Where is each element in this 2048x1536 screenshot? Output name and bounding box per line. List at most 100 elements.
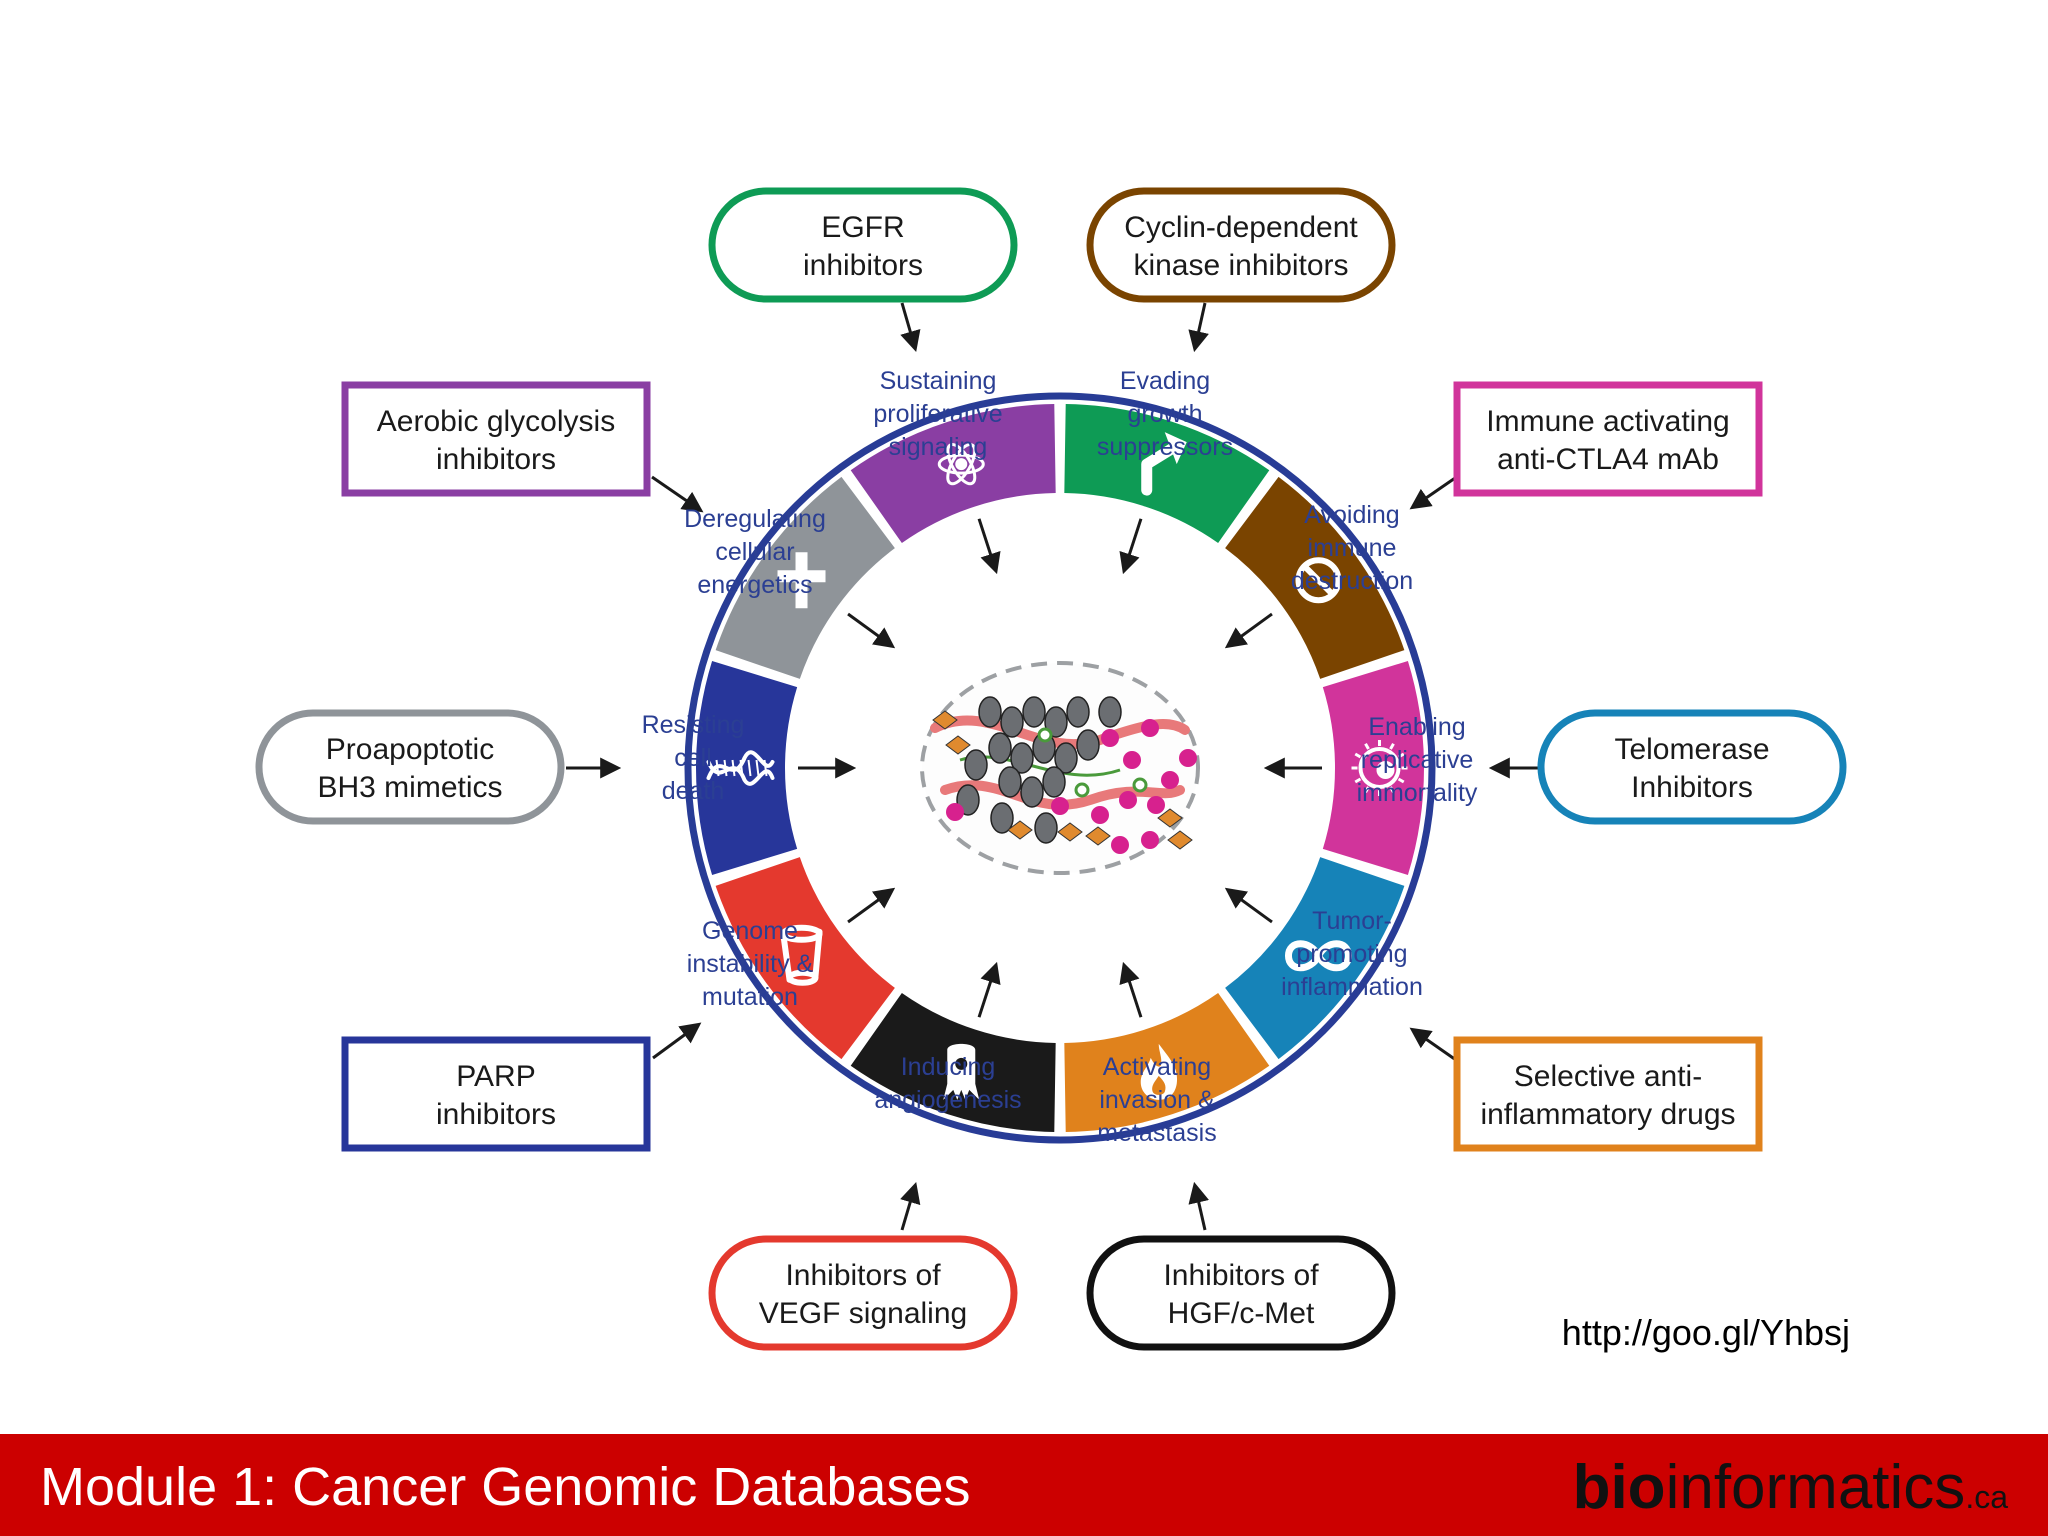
outer-arrow-antiinflam [1409, 1027, 1457, 1062]
hallmark-label-genome: Genome [702, 917, 798, 945]
outer-arrow-egfr [900, 302, 921, 353]
therapy-label-glycolysis: Aerobic glycolysis [377, 405, 615, 438]
inner-arrow-activating [977, 961, 1001, 1018]
therapy-label-parp: PARP [456, 1060, 535, 1093]
therapy-label-bh3: BH3 mimetics [317, 771, 502, 804]
hallmark-label-activating: invasion & [1099, 1086, 1215, 1114]
therapy-label-telomerase: Inhibitors [1631, 771, 1753, 804]
therapy-boxes: EGFR inhibitors Cyclin-dependent kinase inh… [255, 187, 1847, 1351]
brand-logo: bioinformatics.ca [1573, 1452, 2008, 1523]
hallmark-label-enabling: immortality [1357, 779, 1478, 807]
hallmark-label-sustaining: proliferative [873, 400, 1002, 428]
hallmark-label-activating: metastasis [1097, 1119, 1216, 1147]
cross-icon [777, 552, 826, 609]
outer-arrow-vegf [900, 1181, 921, 1231]
brand-regular-text: informatics [1665, 1453, 1966, 1522]
hallmark-label-avoiding: immune [1308, 534, 1397, 562]
therapy-box-cdk: Cyclin-dependent kinase inhibitors [1086, 187, 1396, 303]
therapy-label-egfr: inhibitors [803, 249, 923, 282]
therapy-box-antiinflam: Selective anti-inflammatory drugs [1453, 1036, 1763, 1152]
hallmark-label-evading: suppressors [1097, 433, 1233, 461]
therapy-box-ctla4: Immune activating anti-CTLA4 mAb [1453, 381, 1763, 497]
therapy-label-hgf: Inhibitors of [1163, 1259, 1319, 1292]
therapy-label-hgf: HGF/c-Met [1168, 1297, 1315, 1330]
therapy-box-hgf: Inhibitors of HGF/c-Met [1086, 1235, 1396, 1351]
dna-icon [706, 750, 775, 786]
ring-segment-inducing [715, 857, 895, 1060]
therapy-box-glycolysis: Aerobic glycolysis inhibitors [341, 381, 651, 497]
therapy-label-vegf: Inhibitors of [785, 1259, 941, 1292]
therapy-label-cdk: Cyclin-dependent [1124, 211, 1358, 244]
infinity-icon [1284, 940, 1352, 972]
hallmark-label-genome: instability & [687, 950, 814, 978]
hallmark-label-enabling: Enabling [1368, 713, 1465, 741]
therapy-label-ctla4: anti-CTLA4 mAb [1497, 443, 1719, 476]
therapy-label-cdk: kinase inhibitors [1133, 249, 1348, 282]
outer-arrow-glycolysis [651, 475, 704, 513]
hallmark-label-enabling: replicative [1361, 746, 1474, 774]
therapy-box-egfr: EGFR inhibitors [708, 187, 1018, 303]
inner-arrow-sustaining [1119, 518, 1143, 575]
brand-tld-text: .ca [1965, 1479, 2008, 1515]
hallmark-label-genome: mutation [702, 983, 798, 1011]
hallmark-label-tumor: promoting [1296, 940, 1407, 968]
inner-arrow-evading [1224, 612, 1273, 649]
vessel-icon [780, 924, 823, 986]
hallmark-label-deregulating: Deregulating [684, 505, 826, 533]
hallmark-label-sustaining: Sustaining [880, 367, 997, 395]
source-url[interactable]: http://goo.gl/Yhbsj [1561, 1312, 1850, 1353]
flame-icon [1140, 1043, 1178, 1100]
hallmark-label-sustaining: signaling [889, 433, 988, 461]
hallmark-label-inducing: angiogenesis [874, 1086, 1021, 1114]
inner-arrow-resisting [847, 612, 896, 649]
hallmark-label-tumor: Tumor- [1312, 907, 1392, 935]
inner-arrow-inducing [847, 887, 896, 924]
ring-segment-genome [696, 660, 798, 876]
therapy-label-glycolysis: inhibitors [436, 443, 556, 476]
hallmark-label-activating: Activating [1103, 1053, 1211, 1081]
outer-arrow-cdk [1188, 302, 1209, 353]
therapy-label-antiinflam: inflammatory drugs [1480, 1098, 1735, 1131]
prohibition-icon [1295, 557, 1342, 604]
atom-icon [937, 443, 985, 486]
outer-arrow-ctla4 [1409, 474, 1459, 510]
therapy-label-parp: inhibitors [436, 1098, 556, 1131]
tumor-illustration [920, 661, 1200, 875]
therapy-label-bh3: Proapoptotic [326, 733, 494, 766]
ring-segment-avoiding [1322, 660, 1425, 876]
outer-arrow-parp [652, 1022, 702, 1060]
hallmark-label-inducing: Inducing [901, 1053, 996, 1081]
hallmark-label-deregulating: energetics [697, 571, 812, 599]
hallmark-label-evading: Evading [1120, 367, 1210, 395]
brand-bold-text: bio [1572, 1453, 1666, 1522]
hallmark-label-avoiding: destruction [1291, 567, 1413, 595]
footer-bar: Module 1: Cancer Genomic Databases bioin… [0, 1434, 2048, 1536]
hallmark-label-evading: growth [1127, 400, 1202, 428]
module-title: Module 1: Cancer Genomic Databases [40, 1457, 971, 1517]
therapy-label-antiinflam: Selective anti- [1514, 1060, 1702, 1093]
ring-segment-sustaining [1064, 404, 1270, 544]
hallmark-label-deregulating: cellular [715, 538, 794, 566]
hallmark-label-tumor: inflammation [1281, 973, 1423, 1001]
hallmark-label-resisting: Resisting [642, 711, 745, 739]
therapy-box-vegf: Inhibitors of VEGF signaling [708, 1235, 1018, 1351]
hallmark-label-resisting: death [662, 777, 725, 805]
inner-arrow-enabling [1224, 887, 1273, 924]
therapy-label-telomerase: Telomerase [1614, 733, 1769, 766]
hallmark-labels: Sustaining proliferative signaling Evading g… [642, 367, 1478, 1147]
hallmark-label-avoiding: Avoiding [1304, 501, 1399, 529]
therapy-label-vegf: VEGF signaling [759, 1297, 967, 1330]
inner-arrow-tumor [1119, 961, 1143, 1018]
therapy-label-ctla4: Immune activating [1486, 405, 1729, 438]
invasive-cell-icon [943, 1043, 980, 1100]
immune-cell-icon [1351, 740, 1408, 796]
hallmark-label-resisting: cell [674, 744, 712, 772]
therapy-label-egfr: EGFR [821, 211, 904, 244]
outer-arrow-hgf [1188, 1181, 1209, 1231]
inner-arrow-deregulating [977, 518, 1001, 575]
arrow-turn-icon [1141, 432, 1187, 496]
therapy-box-parp: PARP inhibitors [341, 1036, 651, 1152]
